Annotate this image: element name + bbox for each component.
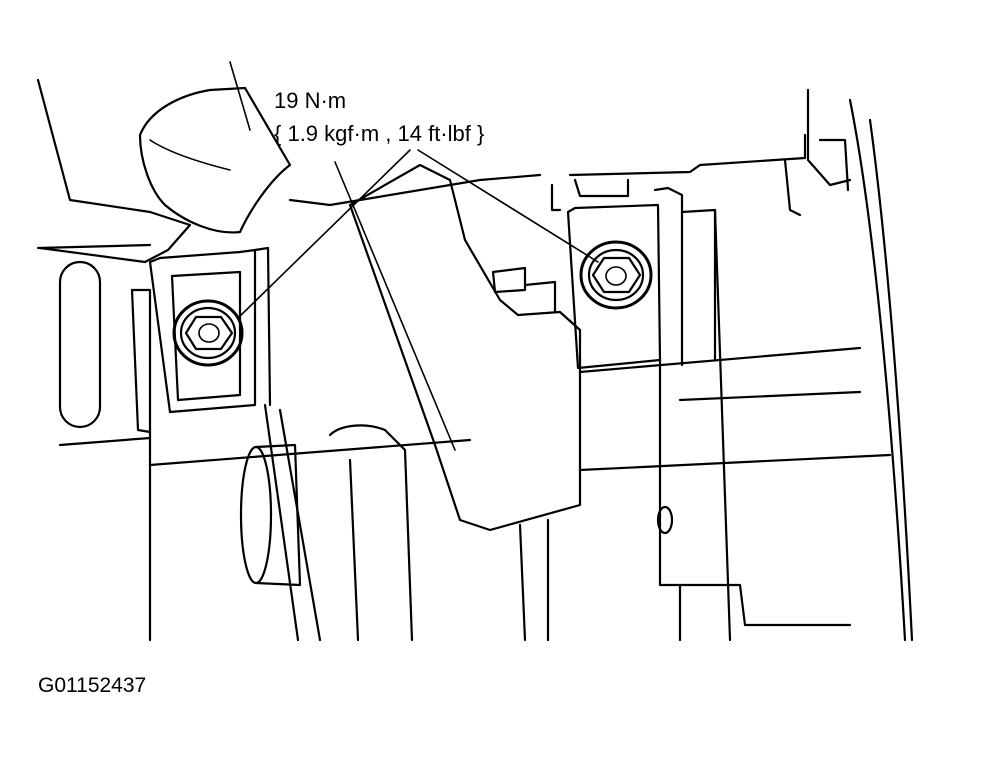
right-structure [656, 88, 914, 642]
steering-column-housing [36, 61, 292, 264]
right-bracket [550, 178, 717, 370]
hex-bolt-icon [579, 240, 653, 310]
torque-value-alt: { 1.9 kgf·m , 14 ft·lbf } [274, 121, 484, 146]
lower-frame [148, 403, 322, 642]
torque-callout: 19 N·m { 1.9 kgf·m , 14 ft·lbf } [274, 88, 484, 146]
center-brace [348, 163, 582, 532]
leader-lines [237, 149, 599, 451]
slotted-plate [58, 260, 102, 429]
pedal-arm [328, 424, 550, 642]
crossmember [36, 133, 892, 472]
torque-value-nm: 19 N·m [274, 88, 346, 113]
left-bracket [130, 246, 272, 440]
hex-bolt-icon [172, 299, 244, 367]
pivot-pin [239, 443, 302, 587]
figure-id: G01152437 [38, 674, 146, 697]
